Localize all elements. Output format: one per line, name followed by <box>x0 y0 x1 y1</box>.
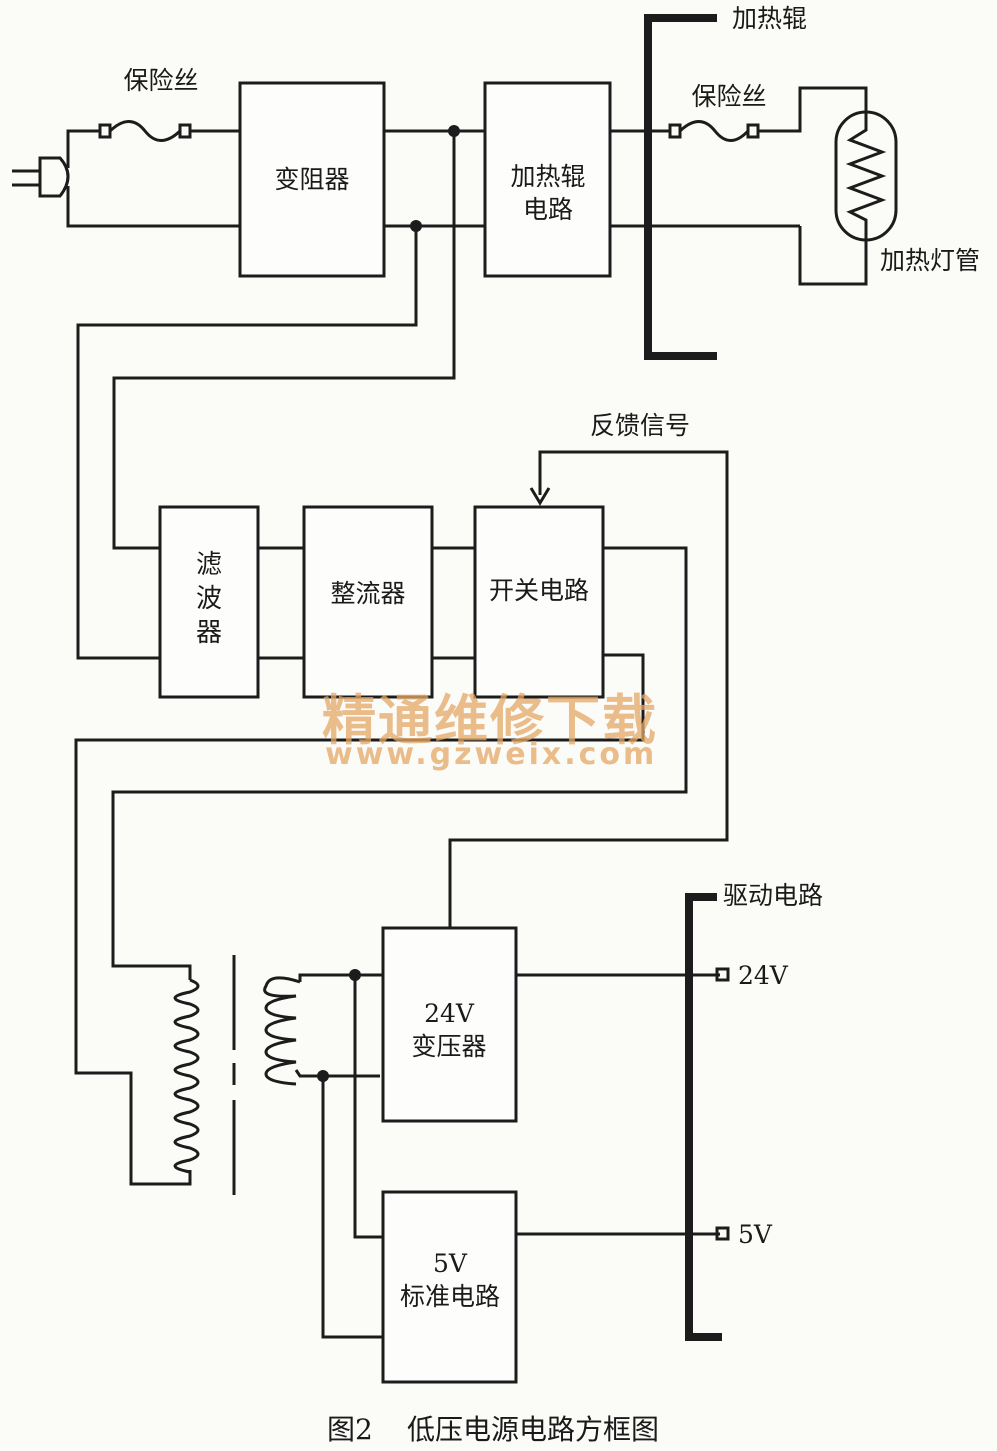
rheostat-label: 变阻器 <box>274 165 350 194</box>
watermark-title: 精通维修下载 <box>322 689 658 752</box>
fuse-icon <box>668 86 868 142</box>
figure-title: 低压电源电路方框图 <box>407 1413 660 1446</box>
switch-circuit-label: 开关电路 <box>488 576 590 605</box>
fuse-top-label: 保险丝 <box>123 66 199 95</box>
plug-icon <box>12 129 240 228</box>
heat-roller-circuit-box <box>483 81 612 278</box>
transformer-coil-icon <box>263 973 380 1086</box>
switch-circuit-box <box>473 505 605 699</box>
filter-box <box>158 505 260 699</box>
transformer-24v-label-2: 变压器 <box>411 1032 487 1061</box>
watermark-url: www.gzweix.com <box>325 737 658 772</box>
output-5v-label: 5V <box>738 1220 772 1249</box>
heat-roller-bus <box>644 14 717 360</box>
terminal-icon <box>715 1226 730 1241</box>
transformer-24v-box <box>381 926 518 1123</box>
drive-circuit-bus <box>685 893 722 1341</box>
heat-roller-circuit-label-2: 电路 <box>522 195 574 224</box>
rectifier-box <box>302 505 434 699</box>
feedback-signal-label: 反馈信号 <box>590 411 691 440</box>
fuse-right-label: 保险丝 <box>691 82 767 111</box>
rectifier-label: 整流器 <box>330 579 406 608</box>
output-24v-label: 24V <box>738 961 788 990</box>
drive-circuit-label: 驱动电路 <box>723 881 824 910</box>
heating-lamp-label: 加热灯管 <box>880 246 981 275</box>
std-5v-label-1: 5V <box>433 1249 467 1278</box>
transformer-coil-icon <box>160 964 200 1174</box>
heat-roller-circuit-label-1: 加热辊 <box>510 162 586 191</box>
std-5v-label-2: 标准电路 <box>399 1282 501 1311</box>
fuse-icon <box>98 120 240 142</box>
rheostat-box <box>238 81 386 278</box>
std-5v-box <box>381 1190 518 1384</box>
filter-label: 滤波器 <box>195 550 222 648</box>
heat-roller-label: 加热辊 <box>732 4 808 33</box>
transformer-24v-label-1: 24V <box>424 999 474 1028</box>
terminal-icon <box>715 967 730 982</box>
figure-number: 图2 <box>327 1413 373 1446</box>
heating-lamp-icon <box>798 110 898 286</box>
